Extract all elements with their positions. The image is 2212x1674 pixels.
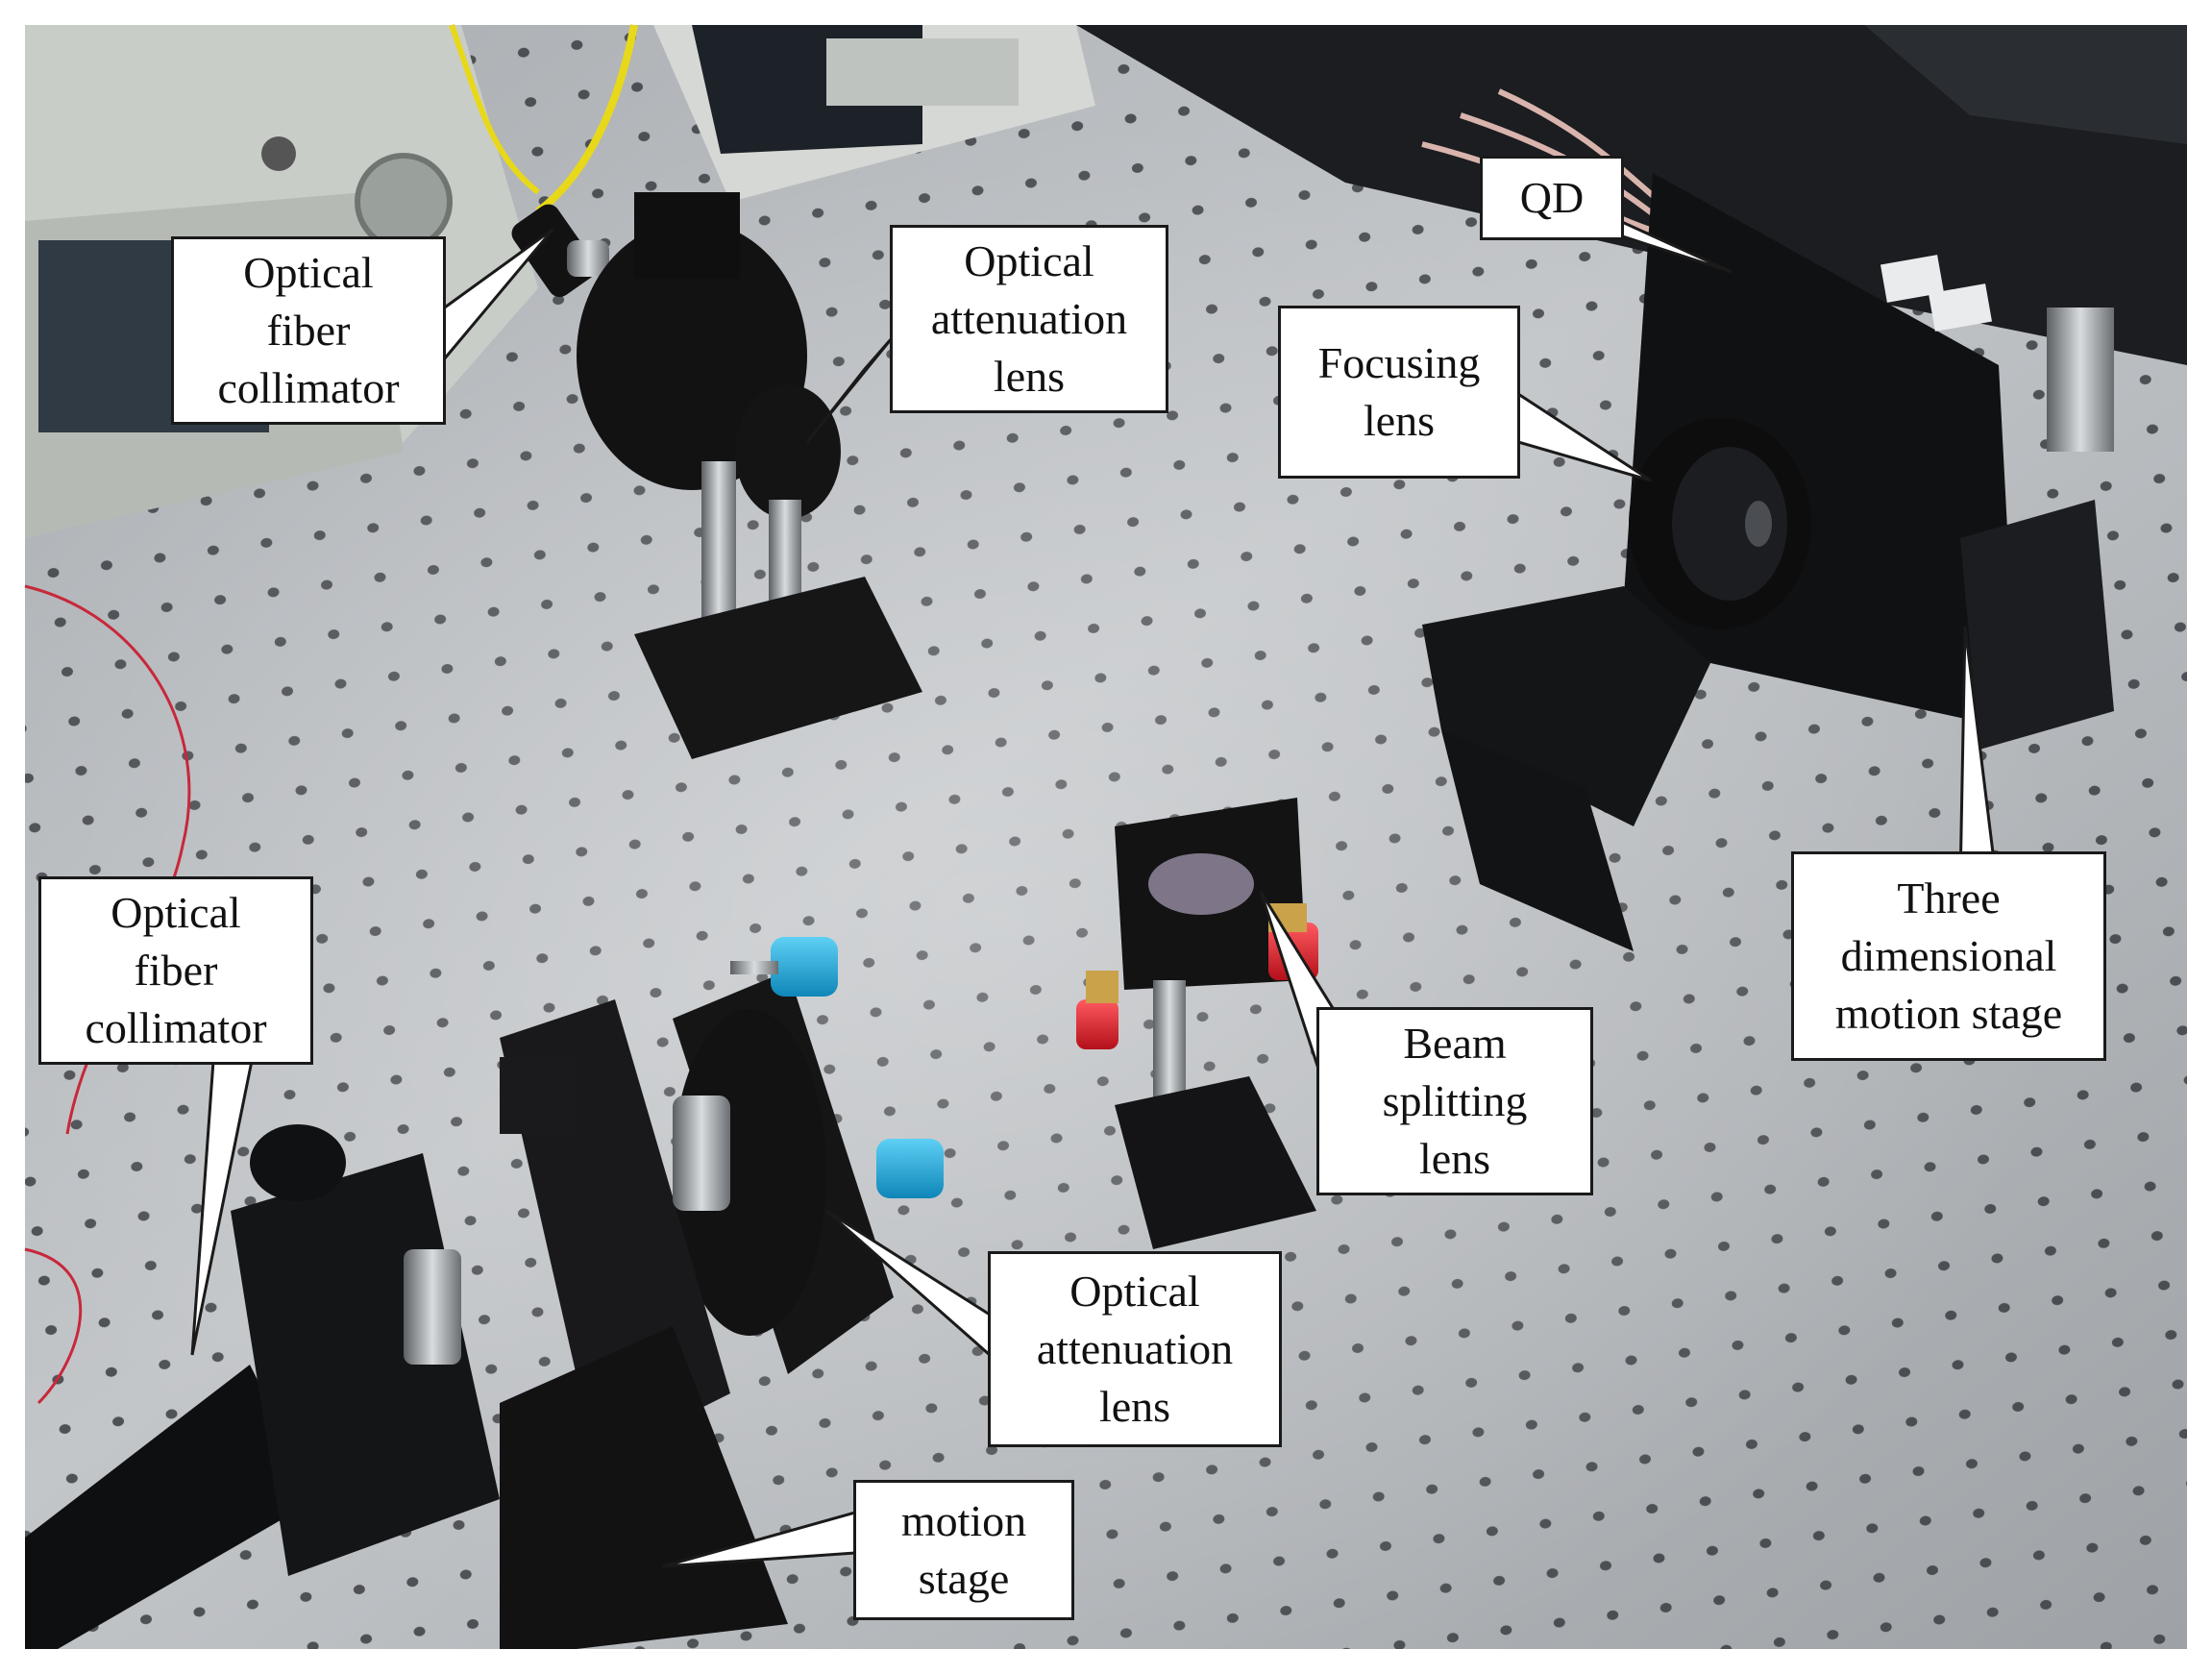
label-line: Focusing xyxy=(1317,338,1481,387)
label-line: Optical xyxy=(1069,1267,1200,1316)
label-line: fiber xyxy=(266,306,351,355)
label-line: lens xyxy=(1098,1382,1171,1431)
yellow-fiber xyxy=(535,24,638,215)
label-line: Three xyxy=(1897,874,2001,923)
label-line: collimator xyxy=(217,363,400,412)
label-three-dimensional-stage: Three dimensional motion stage xyxy=(1791,851,2106,1061)
label-focusing-lens: Focusing lens xyxy=(1278,306,1520,479)
label-line: splitting xyxy=(1382,1076,1528,1125)
lower-collimator-assembly xyxy=(25,999,788,1649)
label-line: attenuation xyxy=(1036,1324,1234,1373)
label-line: attenuation xyxy=(930,294,1128,343)
label-motion-stage: motion stage xyxy=(853,1480,1074,1620)
label-line: Beam xyxy=(1403,1019,1507,1068)
label-line: motion xyxy=(900,1496,1027,1545)
label-line: fiber xyxy=(134,946,218,995)
label-attenuation-lens-bottom: Optical attenuation lens xyxy=(988,1251,1282,1447)
label-line: collimator xyxy=(85,1003,267,1052)
label-beam-splitting-lens: Beam splitting lens xyxy=(1316,1007,1593,1195)
oscilloscope xyxy=(653,25,1095,202)
label-attenuation-lens-top: Optical attenuation lens xyxy=(890,225,1168,413)
label-line: lens xyxy=(1418,1134,1491,1183)
label-line: QD xyxy=(1519,173,1585,222)
label-fiber-collimator-top: Optical fiber collimator xyxy=(171,236,446,425)
label-fiber-collimator-left: Optical fiber collimator xyxy=(38,876,313,1065)
upper-collimator-assembly xyxy=(511,192,922,759)
label-qd: QD xyxy=(1480,156,1624,240)
label-line: dimensional xyxy=(1840,931,2057,980)
beam-splitter-mount xyxy=(1076,798,1318,1249)
label-line: lens xyxy=(1363,396,1436,445)
label-line: Optical xyxy=(111,888,241,937)
label-line: Optical xyxy=(964,236,1094,285)
lower-attenuation-mount xyxy=(673,937,944,1374)
label-line: motion stage xyxy=(1834,989,2063,1038)
qd-detector-assembly xyxy=(1422,173,2114,951)
label-line: Optical xyxy=(243,248,374,297)
label-line: stage xyxy=(918,1554,1010,1603)
label-line: lens xyxy=(993,352,1066,401)
